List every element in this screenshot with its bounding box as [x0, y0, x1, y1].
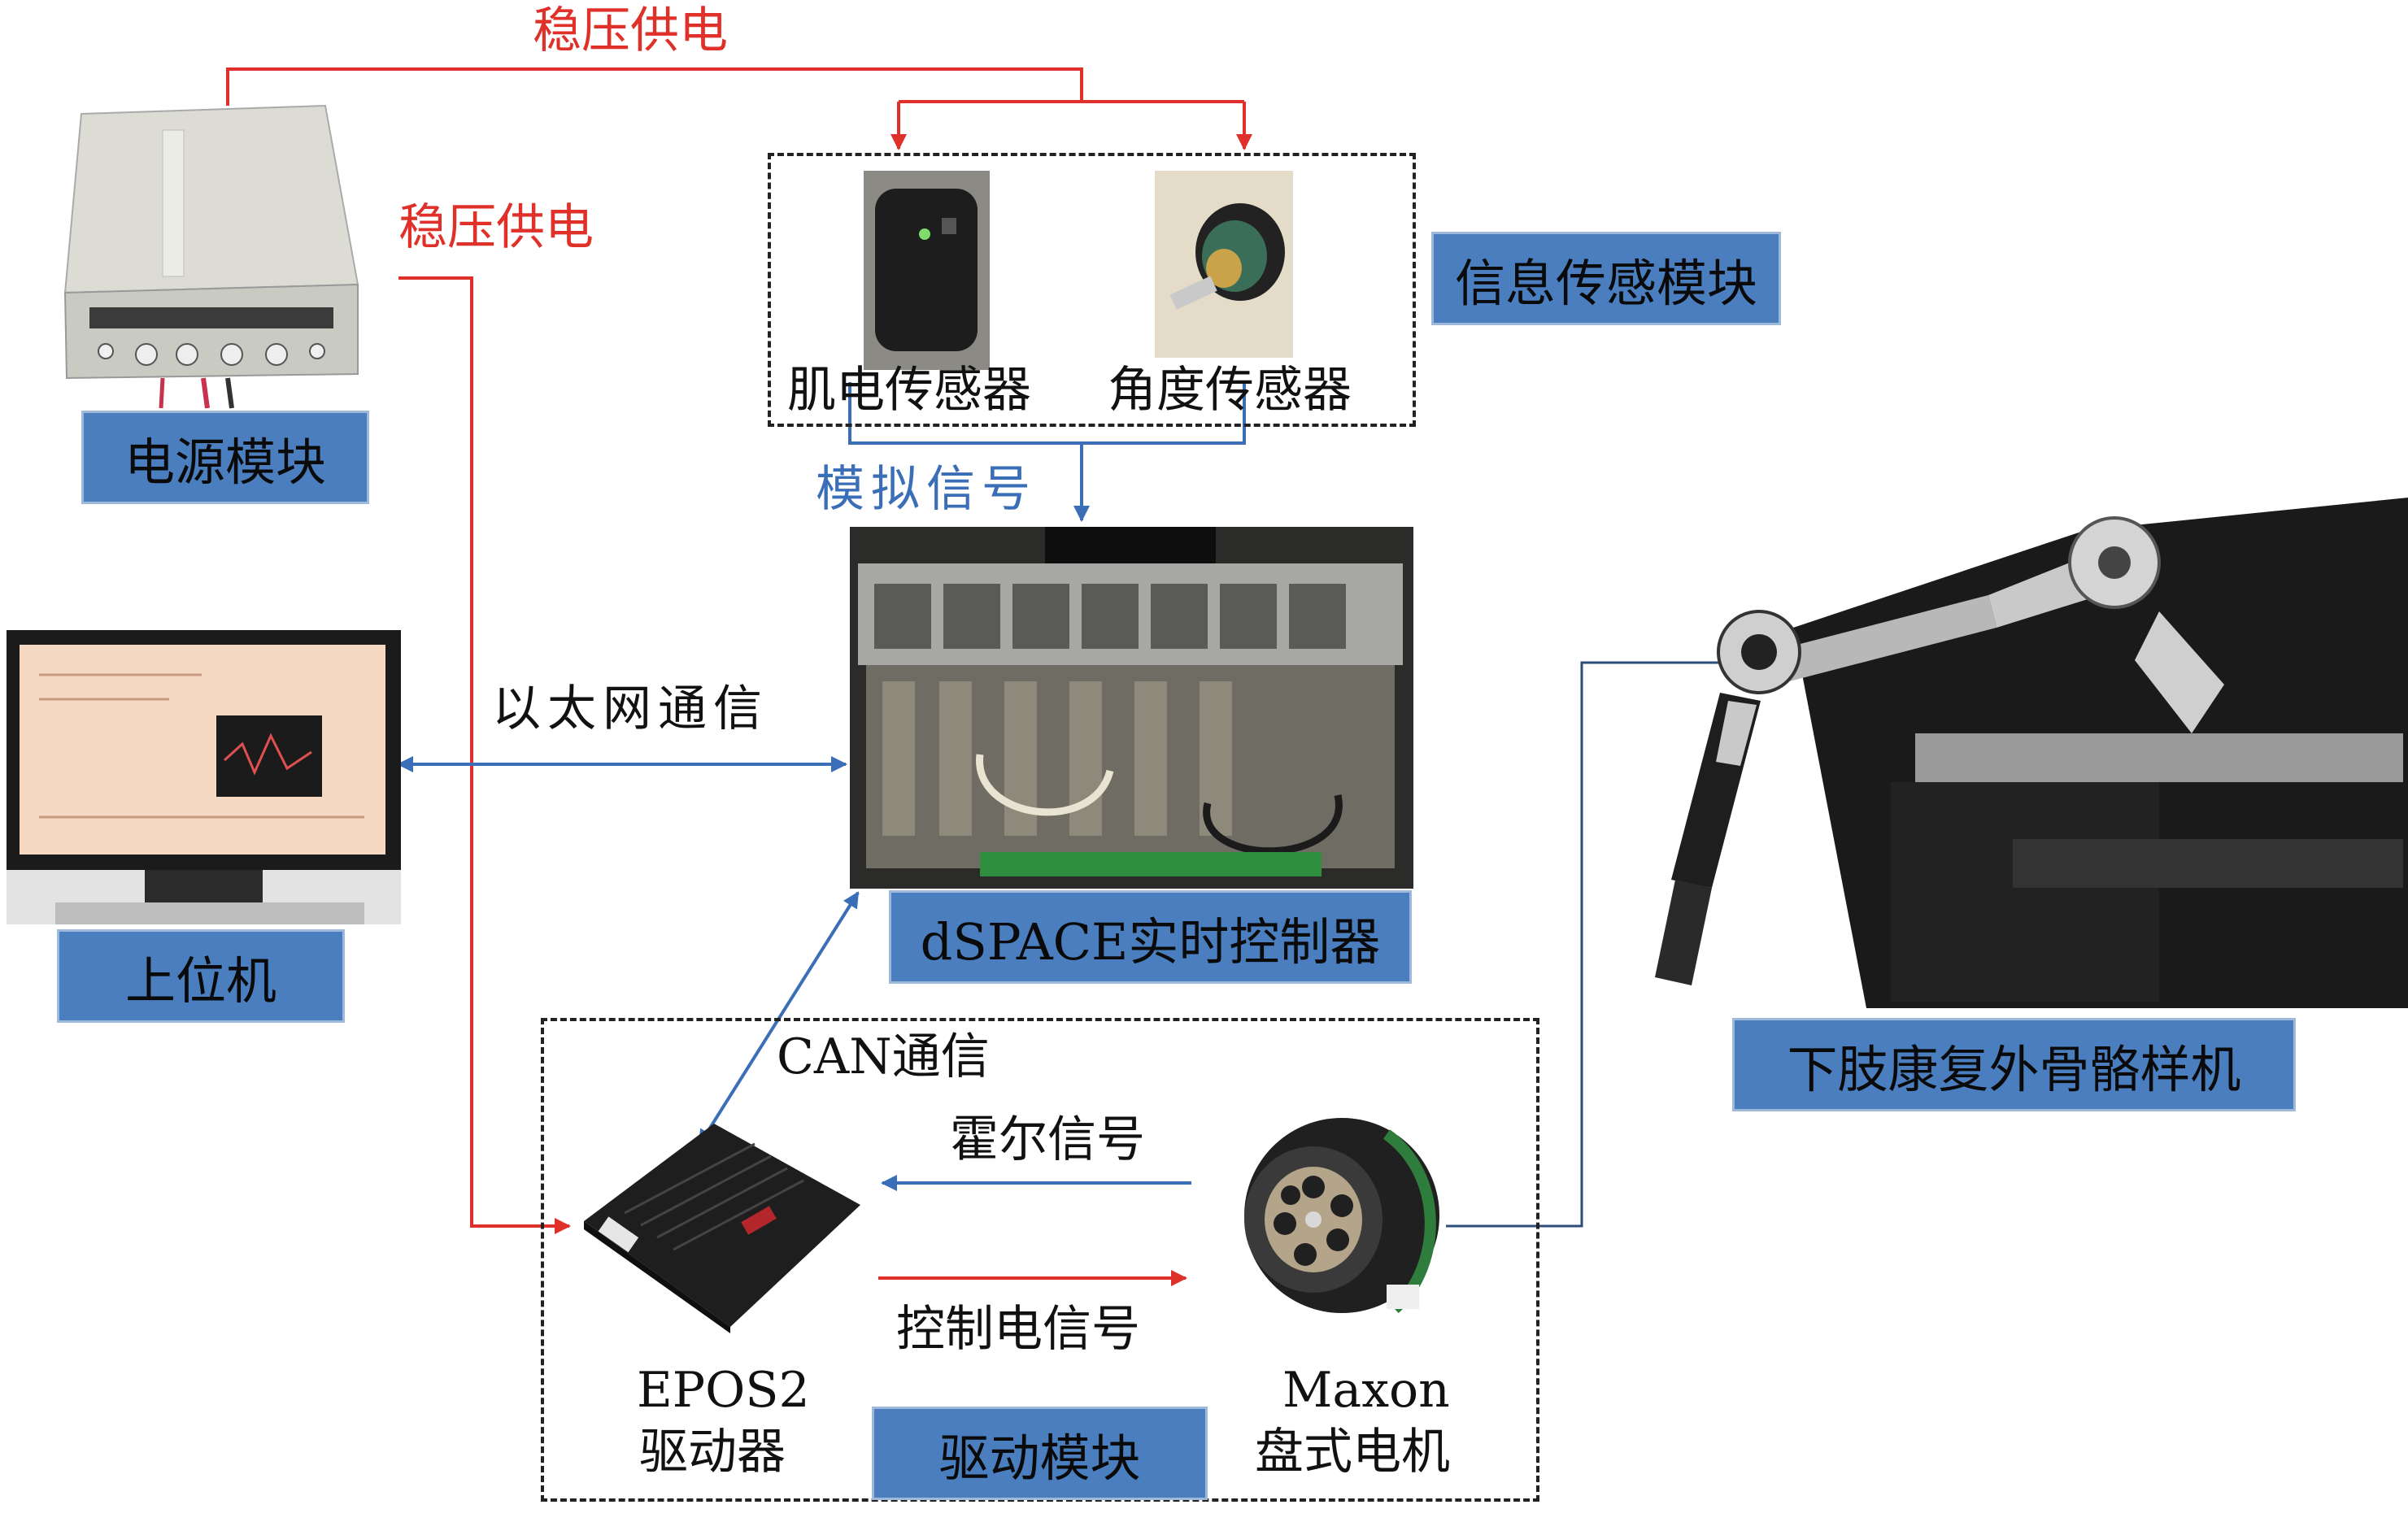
host-module-box: 上位机 — [57, 929, 345, 1023]
epos2-label-line1: EPOS2 — [637, 1362, 810, 1419]
host-computer-image — [7, 630, 401, 924]
ethernet-label: 以太网通信 — [492, 681, 769, 737]
hall-signal-label: 霍尔信号 — [950, 1111, 1145, 1168]
power-module-box: 电源模块 — [81, 411, 369, 504]
sensing-group-border — [768, 153, 1416, 427]
maxon-label-line1: Maxon — [1282, 1362, 1450, 1419]
exoskeleton-module-box: 下肢康复外骨骼样机 — [1732, 1018, 2296, 1111]
can-label: CAN通信 — [777, 1028, 990, 1085]
sensing-module-box: 信息传感模块 — [1431, 232, 1781, 325]
maxon-motor-image — [1244, 1118, 1439, 1314]
analog-signal-line — [848, 382, 1246, 522]
control-signal-label: 控制电信号 — [896, 1301, 1140, 1358]
power-supply-image — [63, 104, 359, 409]
power-supply-label-top: 稳压供电 — [533, 2, 728, 59]
drive-module-box: 驱动模块 — [872, 1407, 1208, 1500]
exoskeleton-image — [1655, 498, 2408, 1008]
power-line-to-sensors — [226, 67, 1252, 150]
power-line-to-driver — [398, 276, 571, 1234]
epos2-label-line2: 驱动器 — [639, 1424, 786, 1481]
motor-to-exo-line — [1446, 661, 1736, 1228]
maxon-label-line2: 盘式电机 — [1255, 1424, 1450, 1481]
dspace-module-box: dSPACE实时控制器 — [889, 890, 1412, 984]
power-supply-label-side: 稳压供电 — [398, 199, 594, 256]
dspace-image — [850, 527, 1413, 889]
emg-sensor-image — [864, 171, 990, 370]
emg-sensor-label: 肌电传感器 — [787, 362, 1031, 419]
drive-group-border — [541, 1018, 1539, 1502]
angle-sensor-image — [1155, 171, 1293, 358]
angle-sensor-label: 角度传感器 — [1108, 362, 1352, 419]
epos2-driver-image — [584, 1124, 860, 1333]
analog-signal-label: 模拟信号 — [816, 461, 1037, 518]
